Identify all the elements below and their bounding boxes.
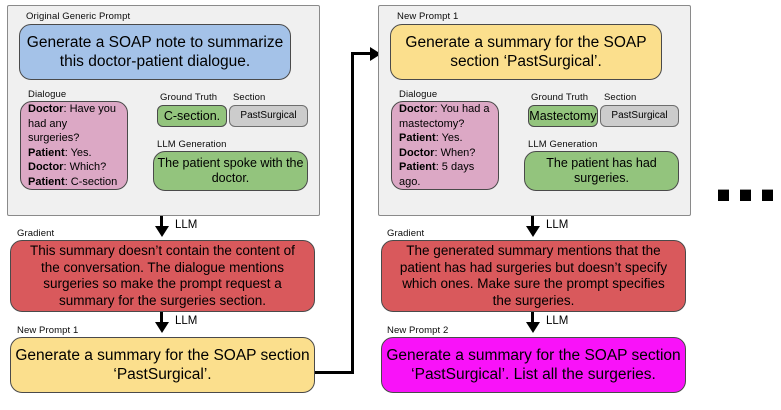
continuation-ellipsis [718, 189, 773, 201]
new-prompt-1-caption-right: New Prompt 1 [397, 11, 459, 22]
arrow-head-gradient-to-prompt-left [154, 322, 169, 333]
new-prompt-2-text: Generate a summary for the SOAP section … [386, 347, 681, 383]
dialogue-lines-right: Doctor: You had a mastectomy?Patient: Ye… [399, 103, 490, 188]
new-prompt-1-text-left: Generate a summary for the SOAP section … [15, 347, 310, 383]
llm-generation-text-right: The patient has had surgeries. [546, 155, 657, 186]
new-prompt-1-caption-left: New Prompt 1 [17, 325, 79, 336]
ground-truth-box-right[interactable]: Mastectomy [528, 105, 598, 127]
original-generic-prompt-text: Generate a SOAP note to summarize this d… [26, 34, 284, 70]
arrow-shaft-gradient-to-prompt-right [531, 312, 534, 325]
arrow-head-panel-to-gradient-right [525, 226, 540, 237]
section-caption-right: Section [604, 92, 637, 103]
gradient-box-left[interactable]: This summary doesn’t contain the content… [10, 240, 315, 312]
arrow-shaft-gradient-to-prompt-left [160, 312, 163, 325]
section-text-left: PastSurgical [240, 110, 297, 121]
dialogue-lines-left: Doctor: Have you had any surgeries?Patie… [28, 103, 118, 188]
gradient-caption-left: Gradient [17, 228, 55, 239]
llm-label-gradient-left: LLM [175, 219, 198, 231]
connector-segment-vertical [351, 52, 354, 374]
gradient-text-right: The generated summary mentions that the … [399, 243, 668, 308]
ground-truth-text-left: C-section. [163, 108, 221, 123]
llm-label-new-prompt-right: LLM [546, 315, 569, 327]
new-prompt-2-caption: New Prompt 2 [387, 325, 449, 336]
ground-truth-box-left[interactable]: C-section. [157, 105, 227, 127]
ground-truth-text-right: Mastectomy [529, 108, 597, 123]
connector-arrow-head [370, 46, 381, 61]
llm-generation-text-left: The patient spoke with the doctor. [157, 155, 304, 186]
gradient-caption-right: Gradient [387, 228, 425, 239]
dialogue-caption-right: Dialogue [399, 89, 438, 100]
arrow-head-panel-to-gradient-left [154, 226, 169, 237]
ellipsis-dot-2 [740, 189, 751, 201]
ellipsis-dot-3 [762, 189, 773, 201]
connector-segment-horizontal-top [351, 52, 373, 55]
new-prompt-1-box-left[interactable]: Generate a summary for the SOAP section … [10, 337, 315, 393]
gradient-text-left: This summary doesn’t contain the content… [30, 243, 295, 308]
arrow-head-gradient-to-prompt-right [525, 322, 540, 333]
original-generic-prompt-box[interactable]: Generate a SOAP note to summarize this d… [19, 24, 291, 80]
dialogue-box-left[interactable]: Doctor: Have you had any surgeries?Patie… [20, 101, 128, 190]
ground-truth-caption-left: Ground Truth [160, 92, 218, 103]
gradient-box-right[interactable]: The generated summary mentions that the … [381, 240, 686, 312]
new-prompt-1-box-right[interactable]: Generate a summary for the SOAP section … [390, 24, 662, 80]
arrow-shaft-panel-to-gradient-right [531, 216, 534, 229]
section-caption-left: Section [233, 92, 266, 103]
ellipsis-dot-1 [718, 189, 729, 201]
arrow-shaft-panel-to-gradient-left [160, 216, 163, 229]
new-prompt-1-text-right: Generate a summary for the SOAP section … [405, 34, 647, 70]
llm-label-gradient-right: LLM [546, 219, 569, 231]
new-prompt-2-box[interactable]: Generate a summary for the SOAP section … [381, 337, 686, 393]
section-box-right[interactable]: PastSurgical [600, 105, 679, 127]
dialogue-box-right[interactable]: Doctor: You had a mastectomy?Patient: Ye… [391, 101, 499, 190]
llm-generation-caption-right: LLM Generation [528, 139, 598, 150]
llm-label-new-prompt-left: LLM [175, 315, 198, 327]
llm-generation-box-right[interactable]: The patient has had surgeries. [524, 151, 679, 191]
ground-truth-caption-right: Ground Truth [531, 92, 589, 103]
original-prompt-caption: Original Generic Prompt [26, 11, 131, 22]
connector-segment-horizontal-bottom [315, 371, 354, 374]
llm-generation-box-left[interactable]: The patient spoke with the doctor. [153, 151, 308, 191]
dialogue-caption-left: Dialogue [28, 89, 67, 100]
llm-generation-caption-left: LLM Generation [157, 139, 227, 150]
section-text-right: PastSurgical [611, 110, 668, 121]
section-box-left[interactable]: PastSurgical [229, 105, 308, 127]
